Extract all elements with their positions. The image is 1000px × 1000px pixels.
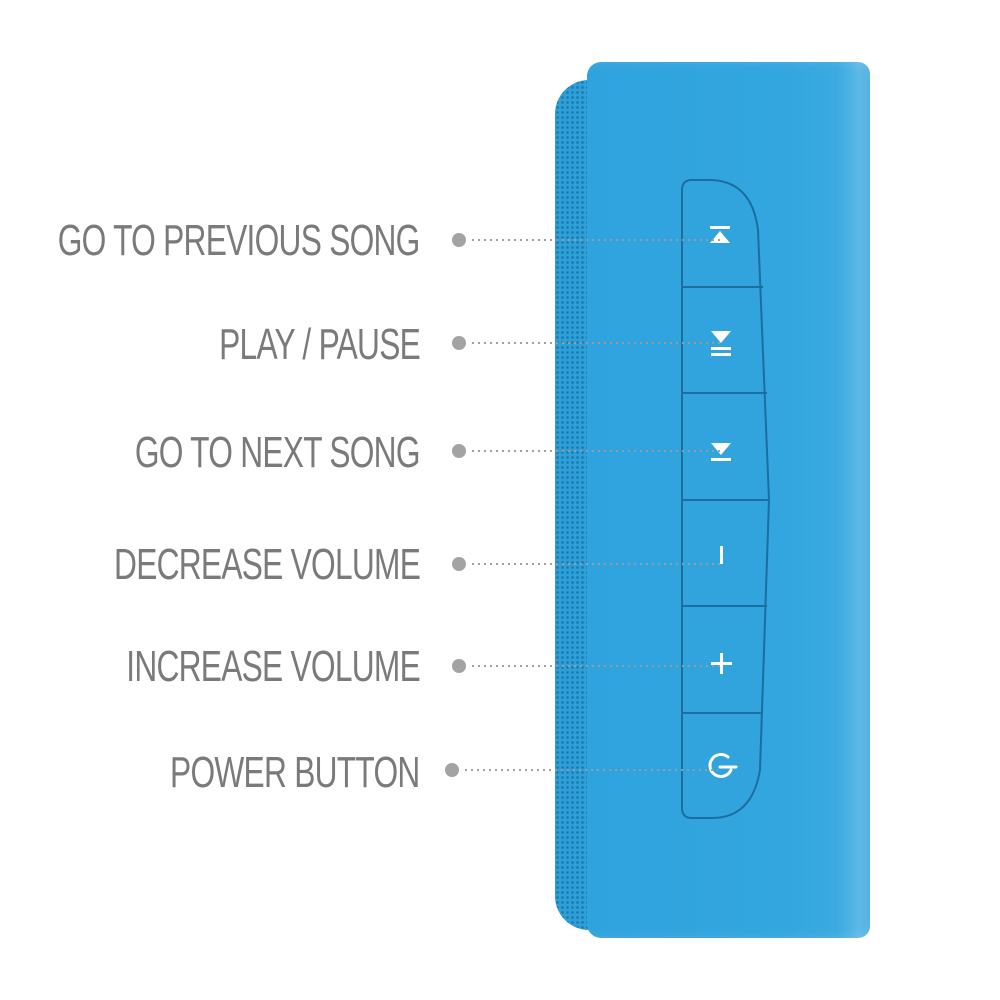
minus-icon bbox=[720, 546, 723, 564]
dotted-line bbox=[470, 239, 720, 241]
decrease-volume-button[interactable] bbox=[682, 500, 768, 606]
increase-volume-button[interactable] bbox=[682, 606, 766, 713]
next-song-button[interactable] bbox=[682, 393, 768, 500]
previous-song-button[interactable] bbox=[682, 180, 762, 287]
dotted-line bbox=[470, 563, 720, 565]
play-pause-icon bbox=[711, 331, 731, 356]
power-icon bbox=[708, 752, 738, 778]
dotted-line bbox=[470, 665, 720, 667]
leader-dot bbox=[452, 659, 466, 673]
label-power-button: POWER BUTTON bbox=[170, 748, 420, 797]
previous-track-icon bbox=[710, 226, 730, 243]
label-increase-volume: INCREASE VOLUME bbox=[126, 642, 420, 691]
dotted-line bbox=[463, 769, 718, 771]
label-previous-song: GO TO PREVIOUS SONG bbox=[58, 216, 421, 265]
leader-dot bbox=[452, 233, 466, 247]
dotted-line bbox=[470, 450, 720, 452]
label-next-song: GO TO NEXT SONG bbox=[135, 428, 421, 477]
play-pause-button[interactable] bbox=[682, 287, 766, 393]
plus-icon bbox=[711, 653, 732, 674]
leader-dot bbox=[452, 336, 466, 350]
label-decrease-volume: DECREASE VOLUME bbox=[113, 540, 421, 589]
leader-dot bbox=[452, 557, 466, 571]
leader-dot bbox=[452, 444, 466, 458]
next-track-icon bbox=[711, 443, 731, 461]
label-play-pause: PLAY / PAUSE bbox=[219, 320, 421, 369]
leader-dot bbox=[445, 763, 459, 777]
dotted-line bbox=[470, 342, 720, 344]
power-button[interactable] bbox=[682, 713, 762, 818]
